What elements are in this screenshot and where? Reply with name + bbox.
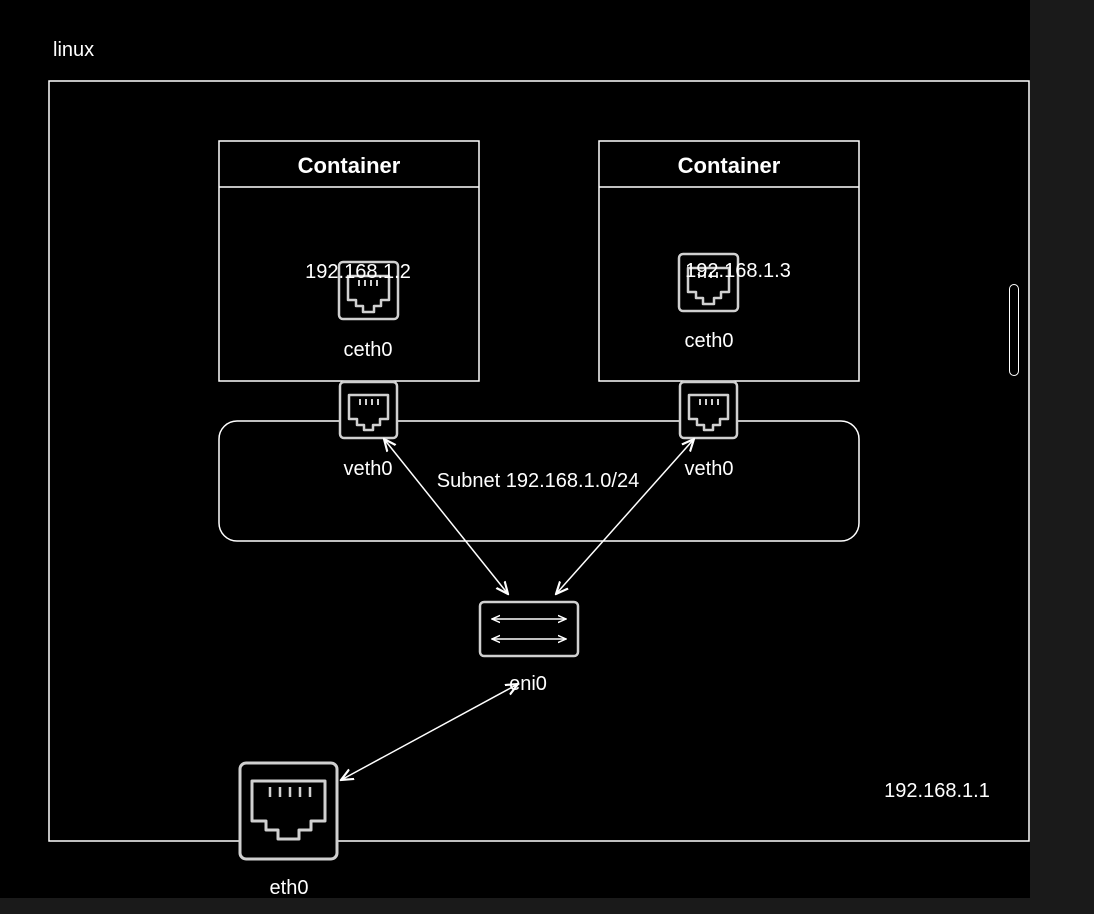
subnet-box[interactable] (218, 420, 860, 542)
container-2-iface-label: ceth0 (685, 330, 734, 352)
host-title: linux (53, 39, 94, 61)
ethernet-port-icon[interactable] (238, 761, 339, 861)
veth-1-label: veth0 (344, 458, 393, 480)
container-1-header: Container (298, 153, 401, 178)
container-2-header: Container (678, 153, 781, 178)
subnet-label: Subnet 192.168.1.0/24 (437, 470, 639, 492)
ethernet-port-icon[interactable] (678, 380, 739, 440)
host-ip: 192.168.1.1 (884, 780, 990, 802)
link-veth1-bridge[interactable] (384, 439, 508, 594)
ethernet-port-icon[interactable] (338, 380, 399, 440)
host-frame[interactable] (48, 80, 1030, 842)
ethernet-port-icon[interactable] (677, 252, 740, 313)
link-bridge-eth0[interactable] (341, 684, 518, 780)
right-frame-strip (1030, 0, 1094, 914)
container-1-ip: 192.168.1.2 (305, 261, 411, 283)
link-veth2-bridge[interactable] (556, 439, 694, 594)
bottom-frame-strip (0, 898, 1094, 914)
bridge-label: eni0 (509, 673, 547, 695)
network-bridge-icon[interactable] (478, 600, 580, 658)
container-2-ip: 192.168.1.3 (685, 260, 791, 282)
container-1-iface-label: ceth0 (344, 339, 393, 361)
host-iface-label: eth0 (270, 877, 309, 899)
veth-2-label: veth0 (685, 458, 734, 480)
ethernet-port-icon[interactable] (337, 260, 400, 321)
container-1[interactable]: Container (218, 140, 480, 382)
scroll-handle[interactable] (1009, 284, 1019, 376)
